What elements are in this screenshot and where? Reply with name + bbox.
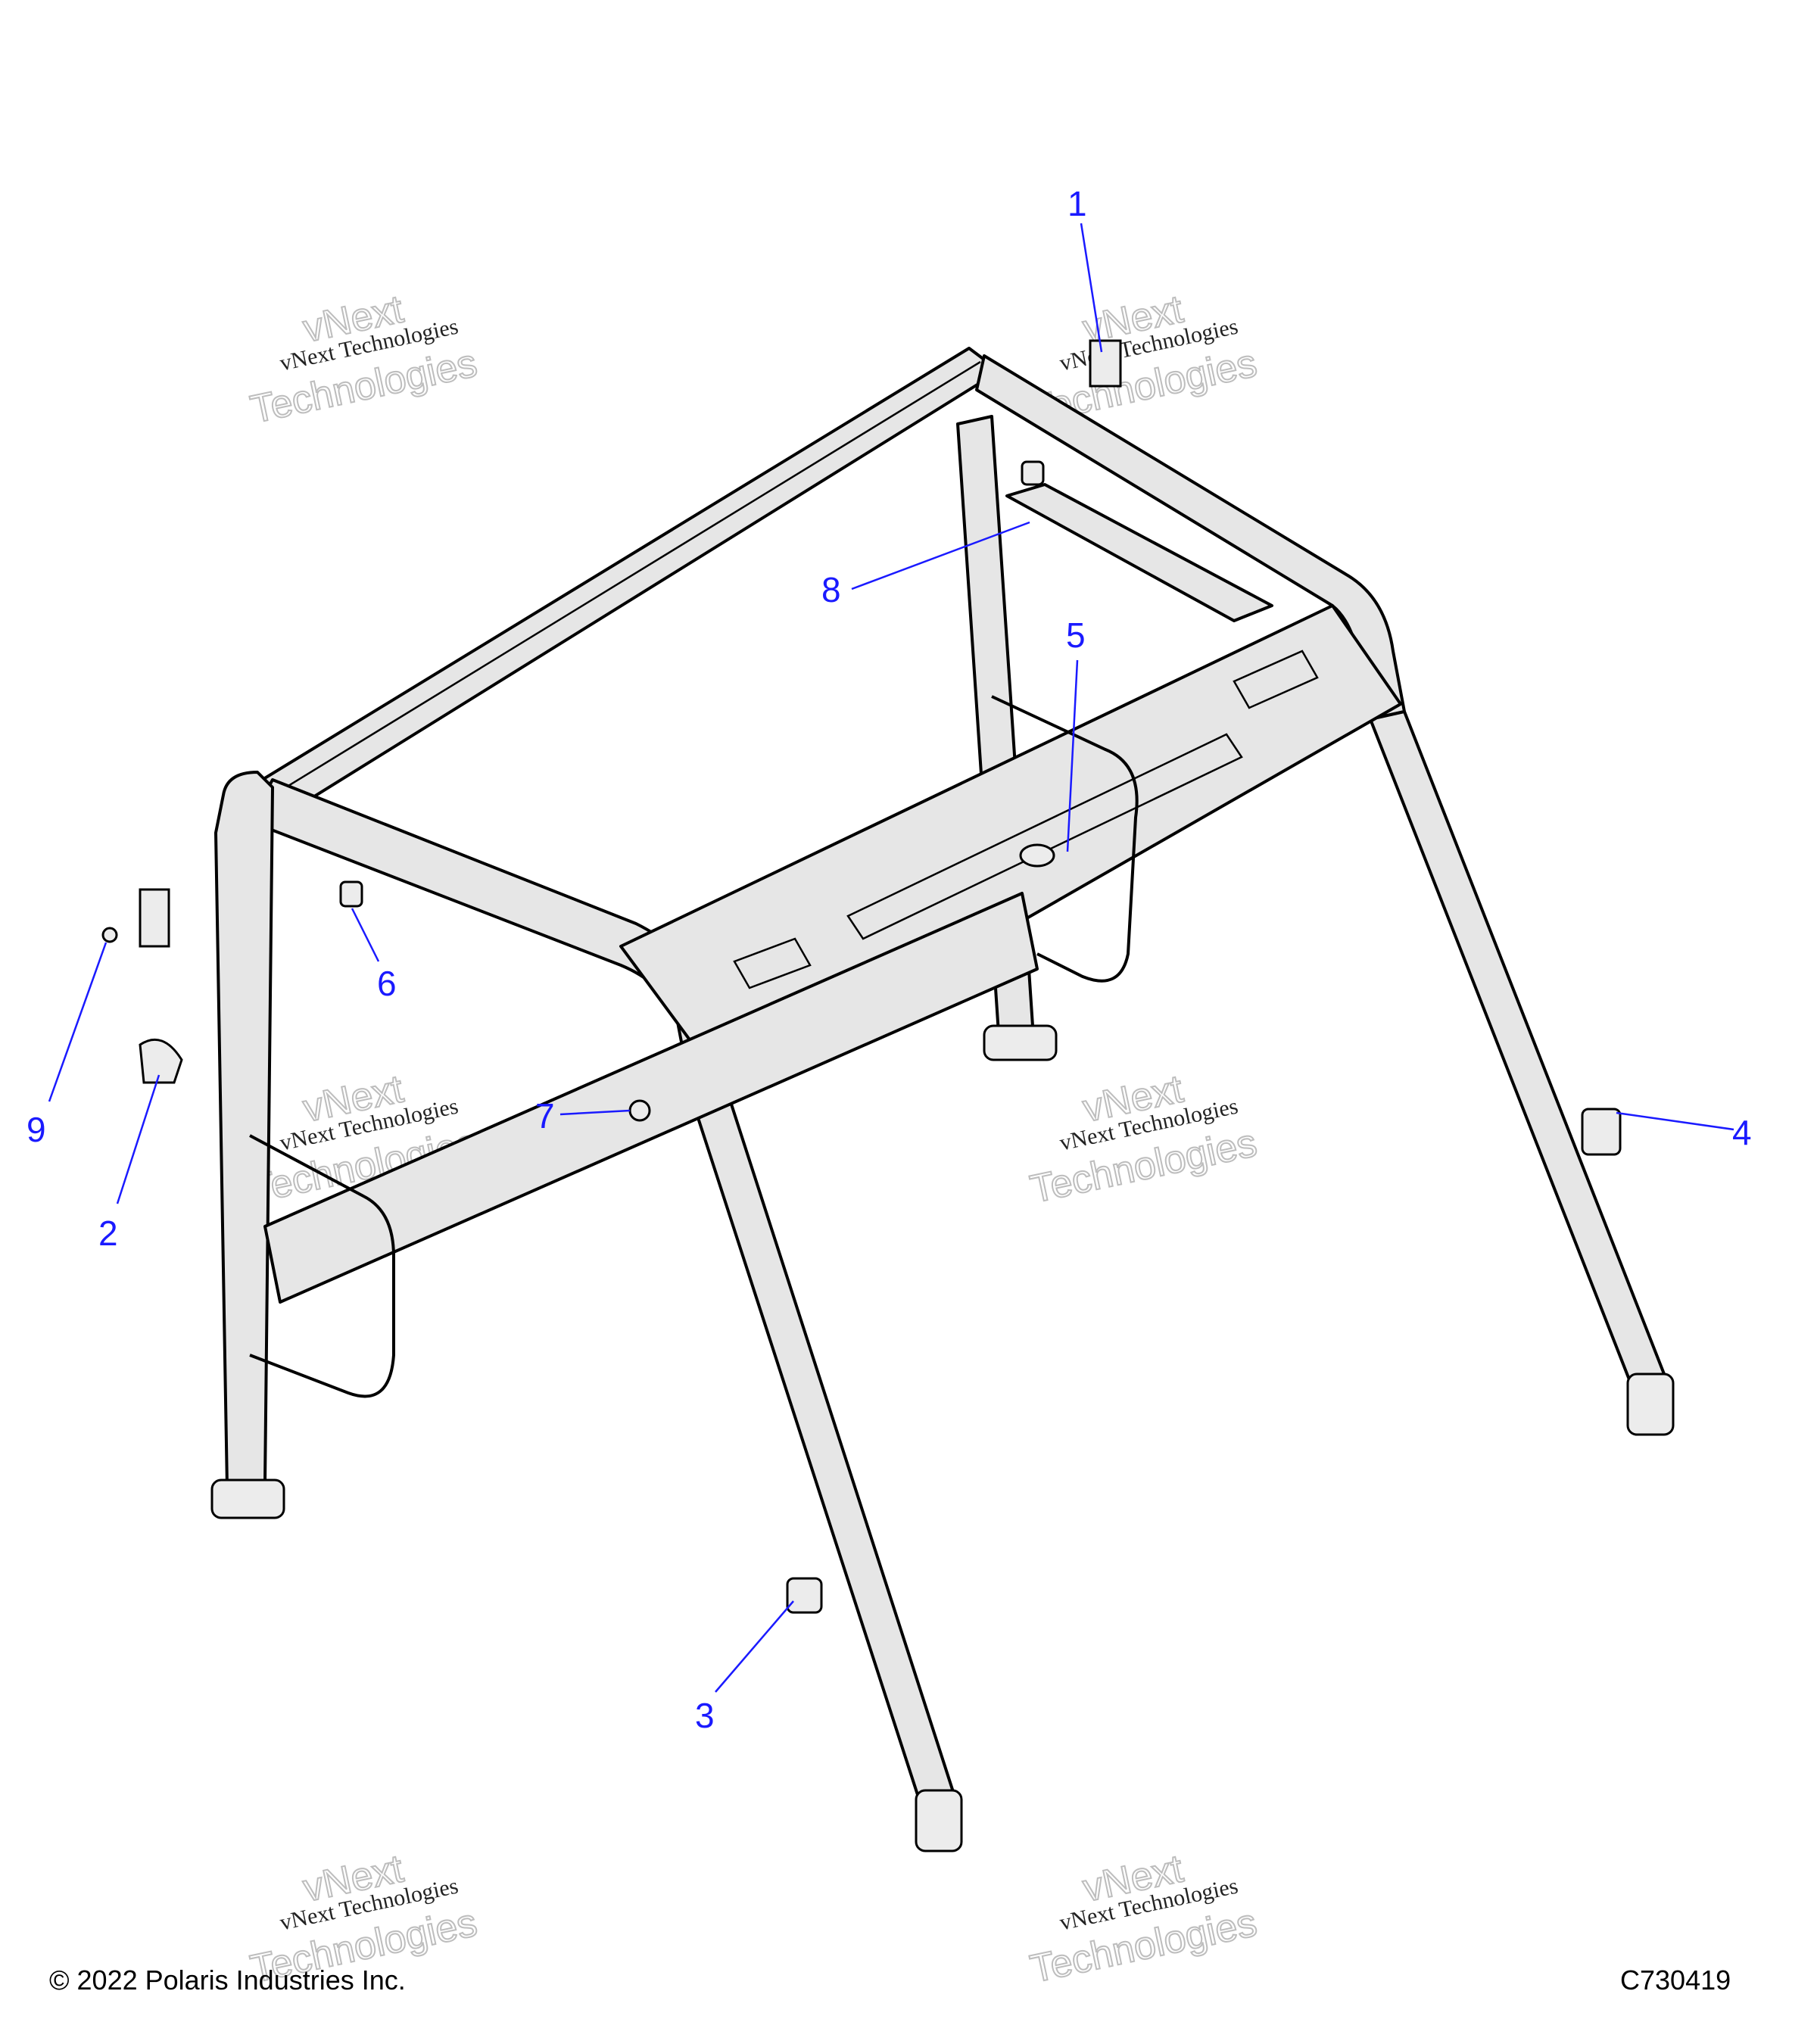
left-grab-handle [249, 1134, 395, 1398]
leader-lines [48, 223, 1734, 1693]
part-4-bracket [1581, 1108, 1622, 1156]
part-9-screw [101, 927, 118, 943]
part-6-spacer [339, 880, 363, 908]
callout-3: 3 [695, 1696, 715, 1735]
part-1-bracket [1089, 339, 1122, 388]
small-parts [101, 339, 1622, 1614]
callout-6: 6 [377, 964, 397, 1003]
part-7-nut [628, 1099, 651, 1122]
part-3-bracket [786, 1577, 823, 1614]
leader-5 [1066, 659, 1079, 852]
front-right-leg [691, 1089, 955, 1803]
diagram-code: C730419 [1620, 1965, 1731, 1996]
leader-7 [559, 1109, 631, 1116]
copyright-text: © 2022 Polaris Industries Inc. [49, 1965, 406, 1996]
leader-1 [1080, 223, 1103, 353]
rear-right-foot [1626, 1373, 1675, 1436]
leader-3 [715, 1600, 794, 1693]
part-6-spacer-rear [1021, 460, 1045, 486]
callout-1: 1 [1067, 184, 1087, 223]
watermark-4: vNext vNext Technologies Technologies [1026, 1066, 1261, 1212]
watermark-6: vNext vNext Technologies Technologies [1026, 1846, 1261, 1992]
part-9-bracket [139, 888, 170, 948]
left-front-post [214, 771, 274, 1489]
rear-left-foot [983, 1024, 1058, 1061]
leader-8 [851, 521, 1030, 590]
watermark-2: vNext vNext Technologies Technologies [1026, 286, 1261, 432]
leader-6 [351, 908, 380, 962]
rops-frame [210, 347, 1675, 1852]
callout-5: 5 [1066, 615, 1086, 655]
rear-grab-handle [991, 695, 1139, 983]
watermark-1: vNext vNext Technologies Technologies [246, 286, 482, 432]
callout-7: 7 [535, 1096, 555, 1136]
left-front-foot [210, 1478, 285, 1519]
rear-right-leg [1369, 710, 1667, 1387]
leader-9 [48, 942, 108, 1102]
rear-panel [1005, 483, 1273, 622]
lower-beam [263, 892, 1039, 1304]
leader-4 [1616, 1111, 1734, 1131]
callout-4: 4 [1732, 1113, 1752, 1152]
part-5-clip [1019, 843, 1055, 868]
leader-2 [116, 1074, 161, 1204]
callout-labels: 1 2 3 4 5 6 7 8 9 [26, 184, 1752, 1735]
callout-9: 9 [26, 1110, 46, 1149]
callout-2: 2 [98, 1214, 118, 1253]
front-right-foot [915, 1789, 963, 1852]
part-2-clip [139, 1038, 183, 1084]
callout-8: 8 [821, 570, 841, 609]
